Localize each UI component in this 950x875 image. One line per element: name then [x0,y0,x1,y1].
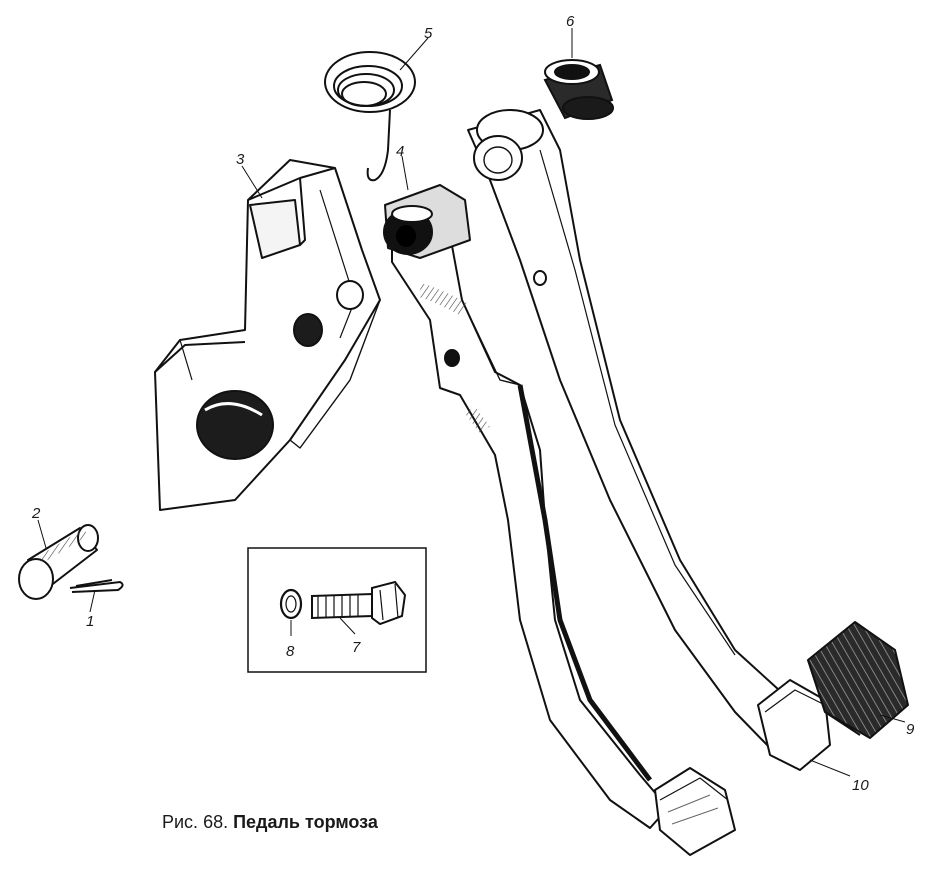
label-9: 9 [906,721,915,738]
label-5: 5 [424,25,433,42]
label-7: 7 [352,639,361,656]
pedal-lever-part [383,184,736,856]
return-spring-part [324,51,416,182]
label-1: 1 [86,613,94,630]
label-10: 10 [852,777,869,794]
label-6: 6 [566,13,575,30]
label-8: 8 [286,643,295,660]
bracket-part [154,159,381,511]
leader-line-10 [809,759,851,777]
caption-prefix: Рис. 68. [162,812,229,832]
leader-line-2 [37,519,47,549]
label-2: 2 [31,505,41,522]
leader-line-4 [401,155,409,191]
leader-line-7 [339,617,356,635]
fastener-inset: 8 7 [247,547,427,673]
leader-line-3 [241,165,263,199]
pedal-pad-plate-part [757,679,831,771]
leader-line-1 [89,589,96,613]
figure-caption: Рис. 68. Педаль тормоза [162,812,378,833]
cotter-pin-part [69,579,124,593]
bolt-part [311,580,407,626]
rubber-pad-part [807,621,909,739]
label-3: 3 [236,151,245,168]
leader-line-5 [399,37,429,71]
leader-line-9 [879,714,906,723]
bushing-part [543,59,614,120]
pin-part [18,524,99,600]
label-4: 4 [396,143,404,160]
caption-title: Педаль тормоза [233,812,378,832]
lock-washer-part [279,588,303,620]
